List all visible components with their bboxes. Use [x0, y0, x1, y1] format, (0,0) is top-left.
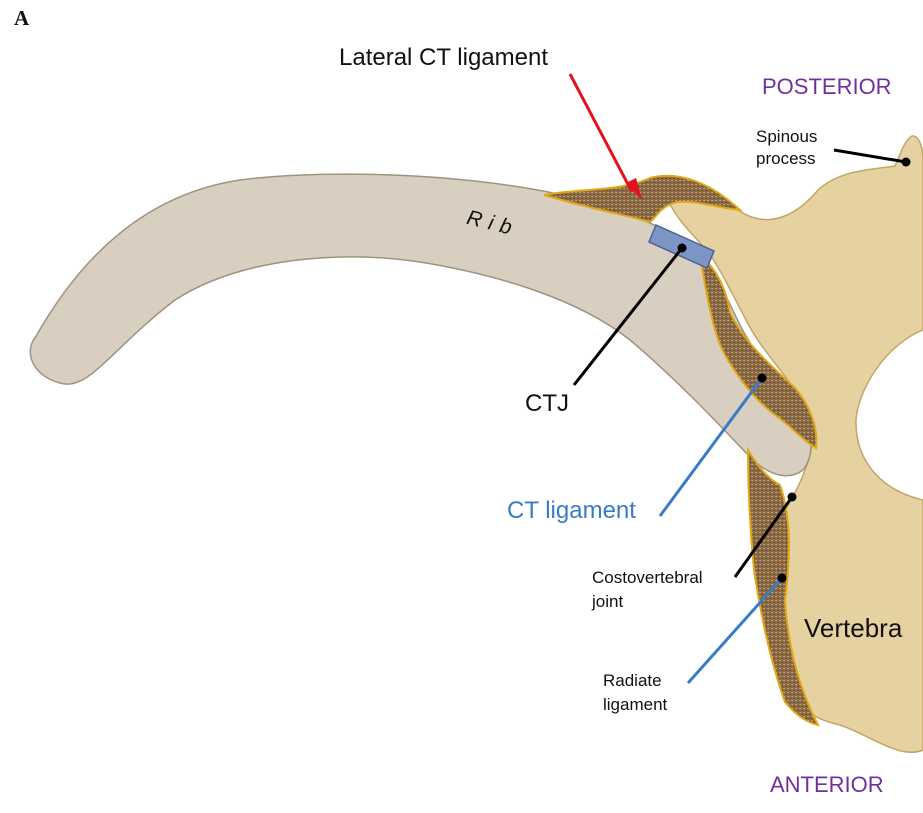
costovertebral-joint-dot [788, 493, 797, 502]
lateral-ct-ligament-label: Lateral CT ligament [339, 44, 548, 72]
ct-ligament-dot [758, 374, 767, 383]
anterior-label: ANTERIOR [770, 772, 884, 798]
posterior-label: POSTERIOR [762, 74, 892, 100]
ctj-label: CTJ [525, 390, 569, 418]
panel-label: A [14, 6, 29, 31]
spinous-process-dot [902, 158, 911, 167]
radiate-ligament-label: Radiate ligament [603, 669, 713, 717]
ctj-dot [678, 244, 687, 253]
radiate-ligament-dot [778, 574, 787, 583]
vertebra-label: Vertebra [804, 613, 902, 644]
costovertebral-joint-label: Costovertebral joint [592, 566, 732, 614]
ct-ligament-label: CT ligament [507, 497, 636, 525]
spinous-process-label: Spinous process [756, 126, 846, 170]
lateral-ct-ligament-arrow [570, 74, 632, 192]
